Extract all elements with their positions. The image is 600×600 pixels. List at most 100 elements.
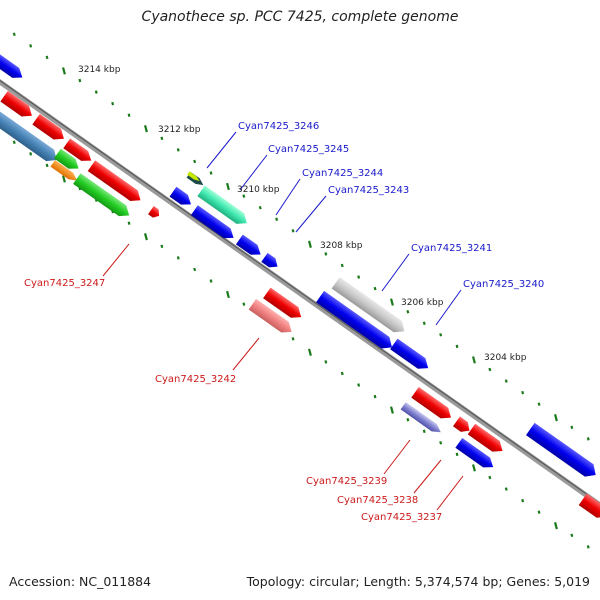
outer-tick-mark — [389, 298, 394, 306]
gene-label-3237[interactable]: Cyan7425_3237 — [361, 512, 442, 523]
kbp-tick-3214: 3214 kbp — [78, 65, 121, 75]
callout-3240 — [435, 289, 462, 326]
inner-tick-mark — [29, 152, 33, 156]
callout-3245 — [239, 154, 268, 191]
inner-tick-mark — [455, 452, 459, 457]
inner-tick-mark — [439, 441, 443, 445]
gene-arrow-green-3247[interactable] — [73, 173, 133, 220]
callout-3241 — [381, 253, 410, 292]
gene-arrow-3245[interactable] — [197, 185, 250, 229]
outer-tick-mark — [422, 321, 426, 326]
outer-tick-mark — [209, 171, 213, 175]
inner-tick-mark — [176, 256, 180, 260]
outer-tick-mark — [275, 217, 279, 221]
outer-tick-mark — [127, 113, 131, 117]
gene-arrow-red-3238[interactable] — [453, 416, 473, 435]
gene-features — [0, 49, 600, 523]
outer-tick-mark — [308, 240, 312, 248]
outer-tick-mark — [291, 229, 295, 233]
gene-arrow-green-small[interactable] — [53, 148, 82, 174]
inner-tick-mark — [209, 279, 213, 283]
inner-tick-mark — [193, 267, 197, 272]
outer-tick-mark — [373, 286, 377, 291]
outer-tick-track — [12, 32, 590, 441]
gene-label-3243[interactable]: Cyan7425_3243 — [328, 185, 409, 196]
gene-arrow-red-2[interactable] — [32, 113, 67, 144]
kbp-tick-3208: 3208 kbp — [320, 241, 363, 251]
gene-arrow-red-b[interactable] — [467, 423, 507, 457]
outer-tick-mark — [111, 101, 115, 106]
outer-tick-mark — [488, 367, 492, 372]
gene-label-3246[interactable]: Cyan7425_3246 — [238, 121, 319, 132]
gene-arrow-red-3239a[interactable] — [411, 387, 454, 423]
genome-backbone-highlight — [0, 79, 600, 505]
callout-3243 — [295, 195, 327, 233]
outer-tick-mark — [521, 390, 525, 395]
gene-arrow-red-3242a[interactable] — [263, 287, 305, 323]
outer-tick-mark — [94, 90, 98, 94]
outer-tick-mark — [258, 205, 262, 210]
gene-arrow-red-4[interactable] — [87, 160, 145, 205]
gene-arrow-red-right[interactable] — [578, 493, 600, 523]
gene-label-3238[interactable]: Cyan7425_3238 — [337, 495, 418, 506]
inner-tick-mark — [586, 545, 590, 549]
gene-label-3240[interactable]: Cyan7425_3240 — [463, 279, 544, 290]
gene-arrow-blue-topleft[interactable] — [0, 49, 26, 83]
outer-tick-mark — [160, 136, 164, 141]
outer-tick-mark — [29, 44, 33, 48]
outer-tick-mark — [472, 356, 476, 364]
gene-arrow-red-tiny[interactable] — [148, 206, 162, 220]
inner-tick-mark — [472, 464, 476, 472]
outer-tick-mark — [554, 414, 558, 422]
gene-arrow-blue-right[interactable] — [525, 422, 600, 481]
outer-tick-mark — [12, 32, 16, 37]
map-title: Cyanothece sp. PCC 7425, complete genome — [141, 9, 459, 25]
inner-tick-mark — [160, 244, 164, 249]
gene-arrow-blue-b[interactable] — [261, 252, 280, 271]
outer-tick-mark — [406, 309, 410, 314]
kbp-tick-3204: 3204 kbp — [484, 353, 527, 363]
gene-arrow-3244[interactable] — [190, 205, 237, 242]
accession-text: Accession: NC_011884 — [9, 574, 152, 589]
gene-arrow-blue-a[interactable] — [169, 186, 195, 209]
outer-tick-mark — [586, 437, 590, 441]
gene-arrow-3241[interactable] — [331, 277, 409, 337]
gene-arrow-blue-c[interactable] — [390, 338, 432, 374]
gene-arrow-red-1[interactable] — [0, 90, 35, 121]
kbp-tick-3210: 3210 kbp — [237, 185, 280, 195]
gene-label-3242[interactable]: Cyan7425_3242 — [155, 374, 236, 385]
gene-label-3244[interactable]: Cyan7425_3244 — [302, 168, 383, 179]
gene-label-3245[interactable]: Cyan7425_3245 — [268, 144, 349, 155]
label-callouts — [102, 131, 464, 511]
gene-arrow-orange[interactable] — [50, 160, 79, 184]
outer-tick-mark — [143, 125, 148, 133]
outer-tick-mark — [226, 182, 230, 191]
gene-arrow-red-3[interactable] — [63, 138, 94, 165]
callout-3244 — [275, 178, 301, 216]
outer-tick-mark — [504, 379, 508, 383]
outer-tick-mark — [193, 159, 197, 164]
gene-arrow-3237[interactable] — [455, 437, 496, 472]
gene-arrow-3239[interactable] — [400, 402, 444, 436]
gene-arrow-3240-long[interactable] — [316, 290, 396, 353]
callout-3238 — [413, 459, 442, 494]
inner-tick-mark — [308, 348, 312, 356]
gene-arrow-3242[interactable] — [248, 298, 296, 337]
outer-tick-mark — [439, 333, 443, 337]
inner-tick-mark — [12, 140, 16, 145]
gene-arrow-3246b[interactable] — [187, 171, 201, 182]
inner-tick-mark — [45, 163, 49, 168]
gene-arrow-steel[interactable] — [0, 108, 61, 166]
callout-3247 — [102, 243, 130, 277]
gene-label-3239[interactable]: Cyan7425_3239 — [306, 476, 387, 487]
inner-tick-mark — [488, 475, 492, 480]
gene-label-3241[interactable]: Cyan7425_3241 — [411, 243, 492, 254]
callout-3246 — [206, 131, 237, 169]
callout-3242 — [232, 337, 260, 371]
gene-arrow-3243[interactable] — [235, 234, 264, 260]
inner-tick-mark — [357, 383, 361, 387]
inner-tick-mark — [521, 498, 525, 503]
inner-tick-mark — [62, 175, 66, 183]
gene-label-3247[interactable]: Cyan7425_3247 — [24, 278, 105, 289]
genome-summary-text: Topology: circular; Length: 5,374,574 bp… — [246, 574, 590, 589]
